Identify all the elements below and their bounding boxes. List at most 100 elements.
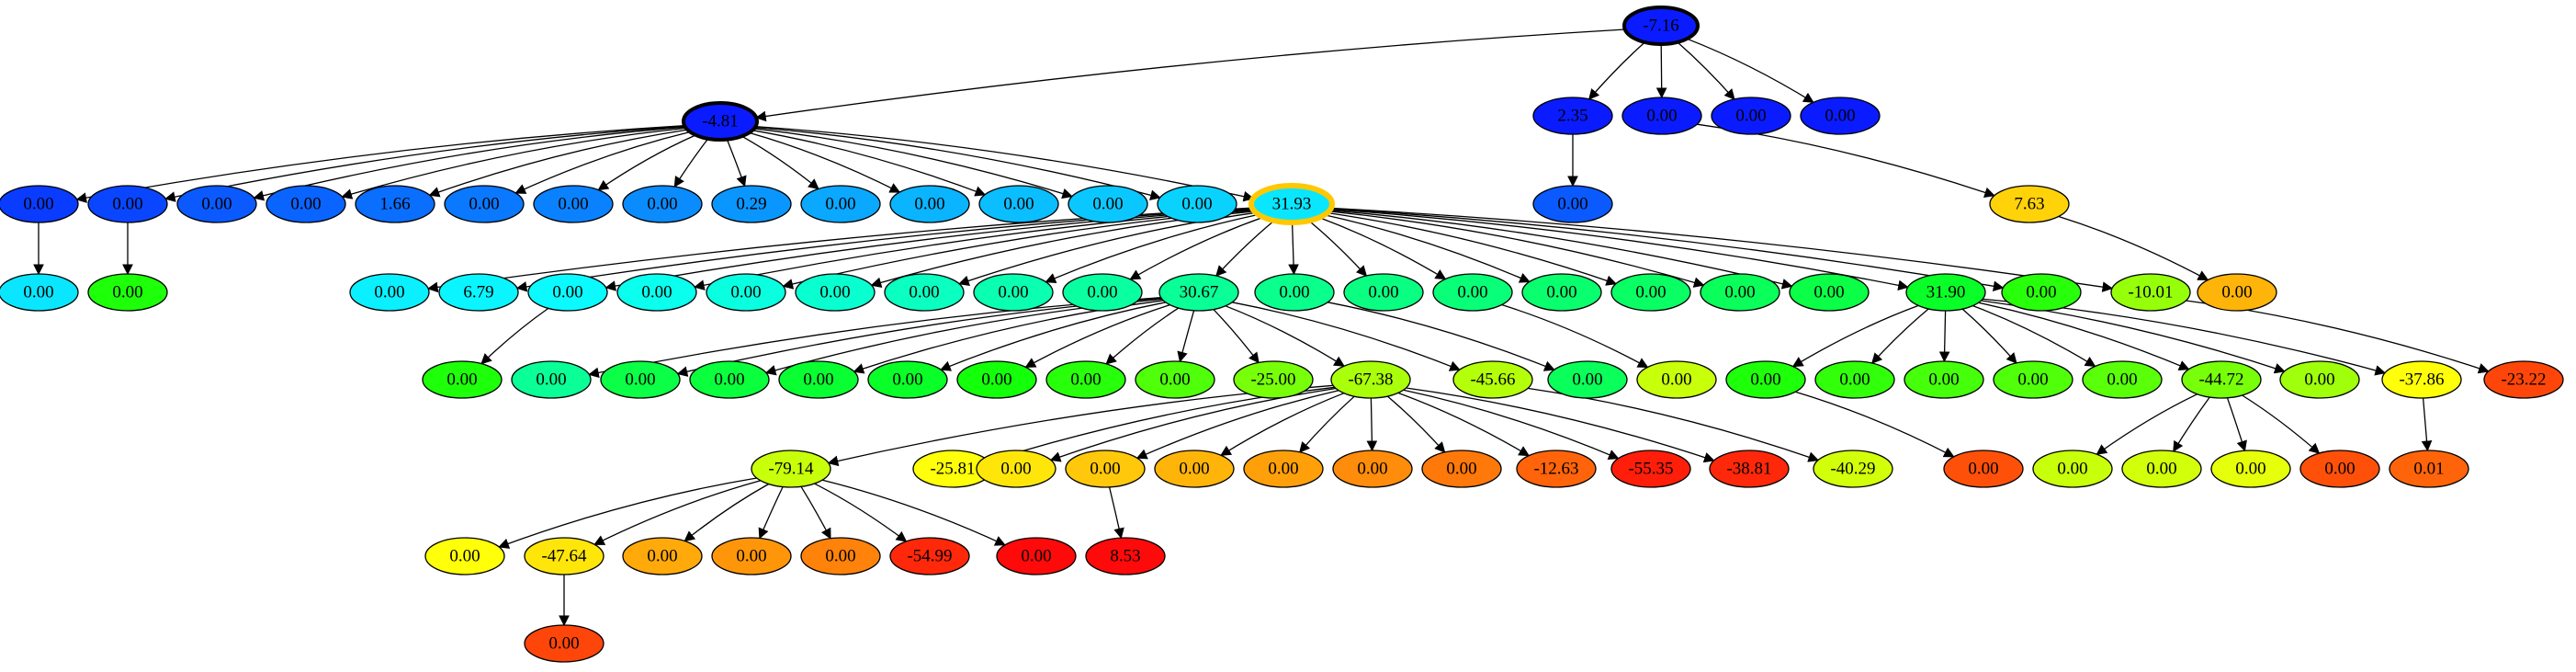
node-shape	[266, 185, 346, 223]
edge-e10-f8	[1105, 307, 1180, 365]
node-shape	[424, 537, 505, 575]
node-label: 0.01	[2413, 460, 2444, 479]
node-a5: 1.66	[355, 185, 435, 223]
node-label: 0.00	[1661, 370, 1691, 390]
node-label: 0.00	[892, 370, 922, 390]
node-e8: 0.00	[973, 273, 1054, 312]
node-shape	[622, 185, 703, 223]
edge-hub-e8	[1045, 213, 1260, 284]
node-shape	[0, 185, 79, 223]
node-g14: 0.00	[2032, 450, 2113, 488]
node-shape	[1905, 273, 1986, 312]
node-shape	[511, 360, 592, 399]
edge-hub-e11	[1288, 222, 1299, 276]
edge-f20-g16	[2226, 397, 2247, 452]
node-shape	[533, 185, 614, 223]
node-shape	[978, 185, 1059, 223]
node-f19: 0.00	[2082, 360, 2163, 399]
node-shape	[795, 273, 876, 312]
edge-n1-a8	[673, 138, 709, 188]
node-e19: 0.00	[2001, 273, 2082, 312]
node-label: 0.00	[112, 195, 142, 214]
node-label: 0.00	[1092, 195, 1123, 214]
node-shape	[2121, 450, 2202, 488]
node-g15: 0.00	[2121, 450, 2202, 488]
node-f2: 0.00	[511, 360, 592, 399]
node-label: 0.00	[2304, 370, 2334, 390]
node-shape	[2299, 450, 2380, 488]
node-label: 0.00	[1279, 283, 1309, 302]
node-label: 0.00	[374, 283, 404, 302]
node-e18: 31.90	[1905, 273, 1986, 312]
node-label: 30.67	[1180, 283, 1219, 302]
edge-n1-a5	[428, 129, 688, 198]
node-label: 0.00	[1635, 283, 1666, 302]
edge-f11-g9	[1397, 392, 1531, 457]
node-hub: 31.93	[1248, 183, 1335, 225]
node-g5: 0.00	[1154, 450, 1235, 488]
node-g16: 0.00	[2210, 450, 2291, 488]
node-shape	[1158, 273, 1239, 312]
edge-f11-g7	[1366, 397, 1378, 452]
node-n5: 0.00	[1800, 97, 1881, 135]
node-shape	[1068, 185, 1148, 223]
node-f7: 0.00	[956, 360, 1037, 399]
node-label: 0.00	[552, 283, 582, 302]
edge-n1-a13	[753, 128, 1074, 199]
node-shape	[2197, 273, 2277, 312]
edge-hub-e9	[1129, 216, 1264, 280]
node-b2: 0.00	[1532, 185, 1613, 223]
node-e2: 6.79	[438, 273, 519, 312]
node-g9: -12.63	[1516, 450, 1597, 488]
node-shape	[444, 185, 525, 223]
node-shape	[87, 273, 168, 312]
node-a14: 0.00	[1157, 185, 1237, 223]
edge-e3-f1	[480, 307, 549, 365]
edge-n1-a14	[754, 126, 1161, 200]
node-shape	[349, 273, 430, 312]
node-label: 0.00	[2017, 370, 2048, 390]
edge-root-n5	[1686, 38, 1814, 103]
node-d1: 0.00	[0, 273, 79, 312]
node-shape	[524, 624, 604, 663]
edge-n1-hub	[755, 125, 1255, 202]
node-e7: 0.00	[884, 273, 965, 312]
node-label: 0.00	[641, 283, 672, 302]
node-label: 0.00	[1928, 370, 1959, 390]
edge-e18-f19	[1972, 304, 2096, 368]
node-label: -25.00	[1250, 370, 1295, 390]
edge-n3-c1	[1697, 123, 1995, 198]
edge-g1-h1	[498, 477, 757, 549]
node-shape	[2001, 273, 2082, 312]
node-shape	[867, 360, 948, 399]
node-e1: 0.00	[349, 273, 430, 312]
node-label: 0.00	[625, 370, 655, 390]
edge-e18-f18	[1961, 308, 2017, 364]
node-shape	[706, 273, 786, 312]
node-shape	[1711, 97, 1791, 135]
edge-f15-g13	[1795, 391, 1955, 458]
node-e9: 0.00	[1062, 273, 1143, 312]
edge-hub-e17	[1329, 210, 1793, 290]
node-label: -79.14	[768, 460, 814, 479]
node-f13: 0.00	[1547, 360, 1628, 399]
node-label: 0.00	[1546, 283, 1576, 302]
edge-n1-a2	[164, 125, 685, 202]
node-a13: 0.00	[1068, 185, 1148, 223]
node-a3: 0.00	[176, 185, 257, 223]
edge-n1-a6	[514, 131, 691, 194]
node-label: 0.00	[446, 370, 477, 390]
edge-e18-f17	[1938, 310, 1950, 363]
edge-n1-a1	[75, 125, 685, 203]
edge-e18-f20	[1978, 302, 2190, 371]
node-label: 0.00	[819, 283, 850, 302]
node-a7: 0.00	[533, 185, 614, 223]
node-shape	[2110, 273, 2191, 312]
node-h3: 0.00	[622, 537, 703, 575]
node-label: 0.00	[536, 370, 566, 390]
node-shape	[87, 185, 168, 223]
node-label: 0.00	[736, 547, 766, 566]
node-shape	[1800, 97, 1881, 135]
node-shape	[1254, 273, 1335, 312]
node-shape	[2381, 360, 2462, 399]
